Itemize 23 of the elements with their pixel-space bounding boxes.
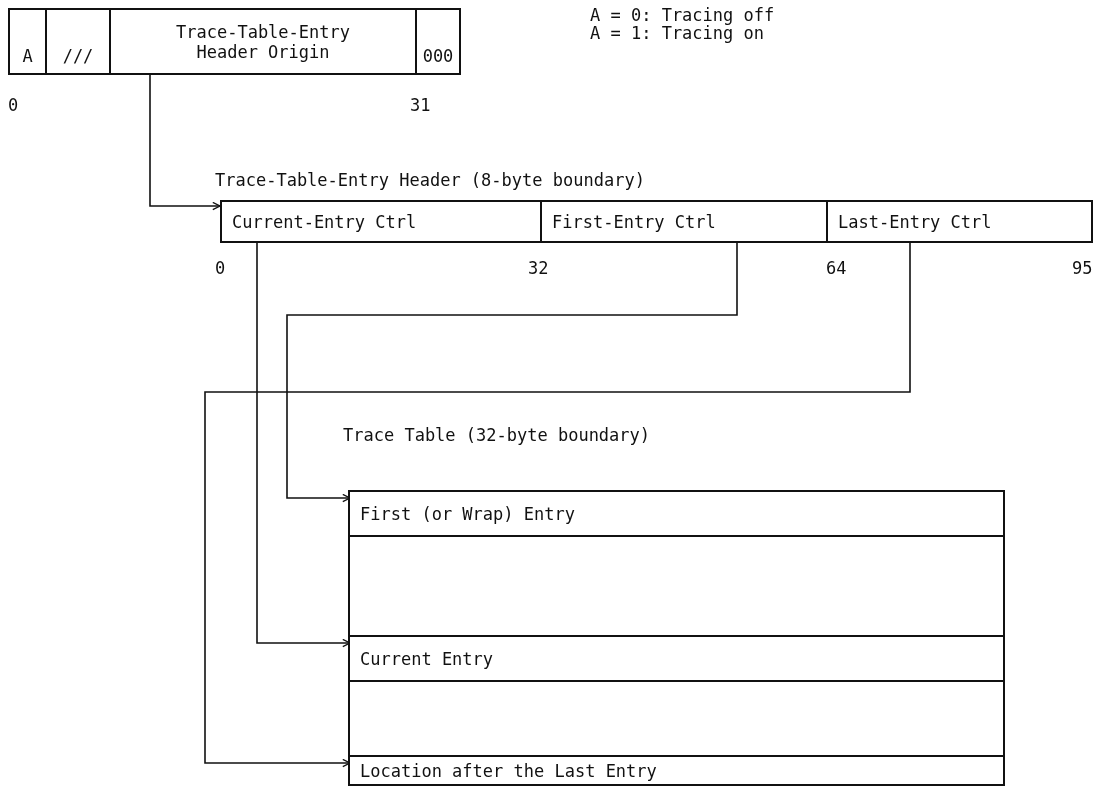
section-heading: Trace-Table-Entry Header (8-byte boundary) (215, 170, 645, 190)
arrow (204, 240, 911, 768)
bit-number: 95 (1072, 258, 1093, 278)
section-heading: Trace Table (32-byte boundary) (343, 425, 651, 445)
bit-number: 64 (826, 258, 847, 278)
bit-number: 32 (528, 258, 549, 278)
field-cell: 000 (415, 8, 461, 75)
bit-number: 0 (8, 95, 19, 115)
field-cell: First-Entry Ctrl (542, 202, 828, 241)
field-cell: Last-Entry Ctrl (828, 202, 1095, 241)
bit-number: 0 (215, 258, 226, 278)
note-text: A = 0: Tracing off (590, 5, 775, 25)
table-row: Current Entry (350, 637, 1003, 682)
table-row: First (or Wrap) Entry (350, 492, 1003, 537)
field-cell: Trace-Table-Entry Header Origin (109, 8, 417, 75)
arrow (256, 240, 351, 648)
field-cell: /// (45, 8, 111, 75)
bit-number: 31 (410, 95, 431, 115)
arrow (149, 74, 221, 211)
field-cell: A (8, 8, 47, 75)
field-cell: Current-Entry Ctrl (222, 202, 542, 241)
table-row: Location after the Last Entry (350, 757, 1003, 784)
arrow (286, 240, 738, 503)
